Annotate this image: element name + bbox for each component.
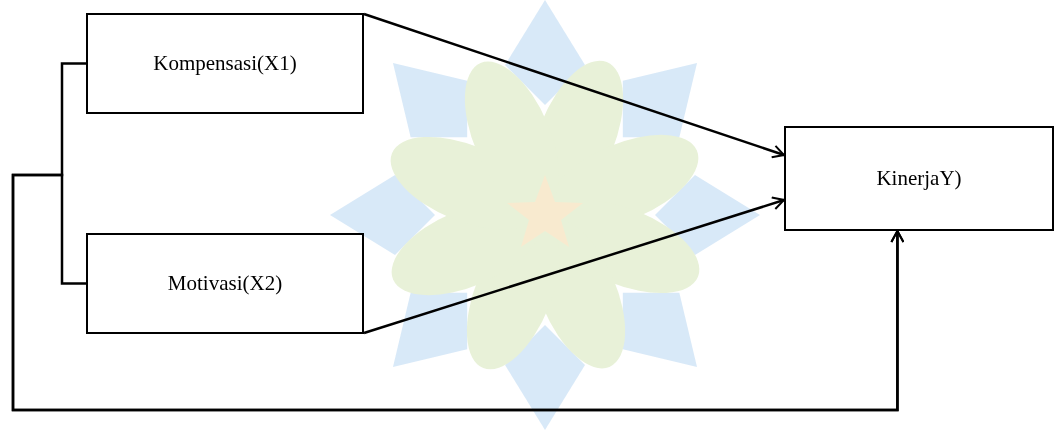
arrow-connector (13, 64, 897, 411)
arrow-connector (364, 200, 784, 333)
variable-label: KinerjaY) (876, 166, 961, 191)
variable-box: KinerjaY) (784, 126, 1054, 231)
variable-label: Motivasi(X2) (168, 271, 282, 296)
arrow-connector (13, 175, 897, 410)
variable-box: Motivasi(X2) (86, 233, 364, 334)
variable-box: Kompensasi(X1) (86, 13, 364, 114)
logo-shape (330, 0, 760, 430)
variable-label: Kompensasi(X1) (153, 51, 296, 76)
arrow-connector (364, 14, 784, 155)
